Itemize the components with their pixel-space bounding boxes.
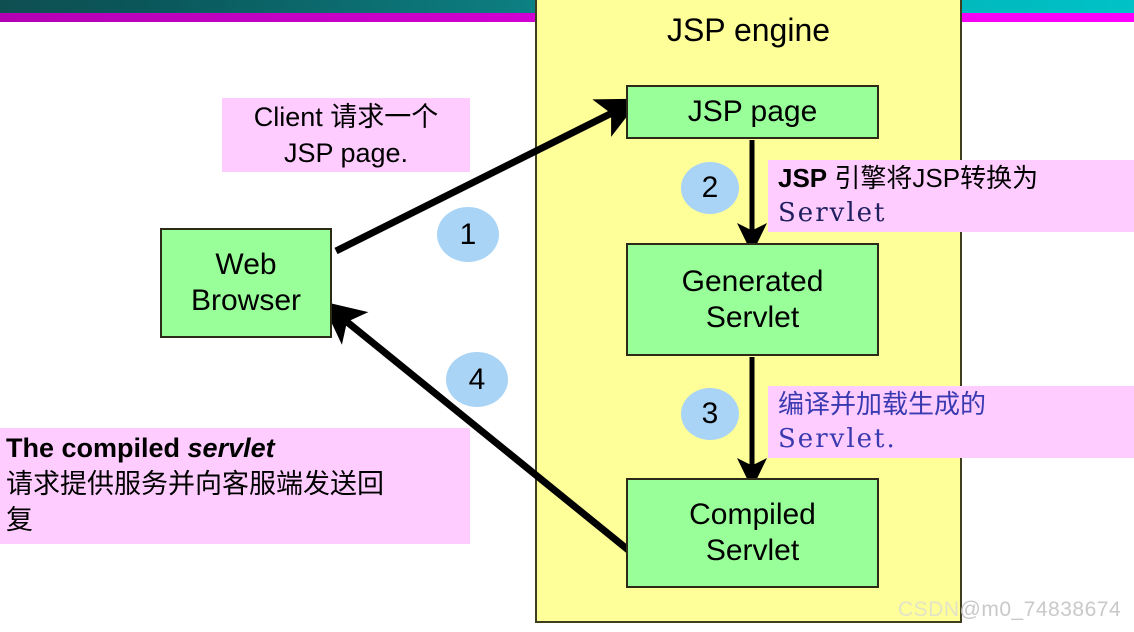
note-servlet-response-line1-emphasis: servlet xyxy=(187,433,275,463)
note-compile-and-load: 编译并加载生成的 Servlet. xyxy=(768,386,1134,458)
node-compiled-servlet[interactable]: Compiled Servlet xyxy=(626,478,879,588)
node-jsp-page-label: JSP page xyxy=(687,95,818,128)
step-badge-2: 2 xyxy=(681,162,739,214)
note-jsp-to-servlet: JSP 引擎将JSP转换为 Servlet xyxy=(768,160,1134,232)
note-servlet-response-line1: The compiled servlet xyxy=(6,430,470,466)
note-jsp-to-servlet-line1: JSP 引擎将JSP转换为 xyxy=(778,161,1134,196)
step-badge-4: 4 xyxy=(446,352,508,407)
note-client-request: Client 请求一个 JSP page. xyxy=(222,98,470,172)
node-generated-servlet-label-line1: Generated xyxy=(681,264,824,298)
node-compiled-servlet-label-line2: Servlet xyxy=(705,534,800,567)
node-web-browser[interactable]: Web Browser xyxy=(160,228,332,338)
step-badge-1-label: 1 xyxy=(459,217,477,251)
jsp-engine-title: JSP engine xyxy=(666,12,831,48)
note-servlet-response-line1-prefix: The compiled xyxy=(6,433,188,463)
note-compile-and-load-line1: 编译并加载生成的 xyxy=(778,389,987,419)
step-badge-3: 3 xyxy=(681,388,739,440)
note-servlet-response-line2: 请求提供服务并向客服端发送回 xyxy=(6,469,384,499)
note-servlet-response-line3: 复 xyxy=(6,505,33,535)
node-generated-servlet-label-line2: Servlet xyxy=(705,300,800,334)
node-generated-servlet[interactable]: Generated Servlet xyxy=(626,243,879,356)
csdn-watermark: CSDN@m0_74838674 xyxy=(898,598,1121,622)
node-web-browser-label-line2: Browser xyxy=(190,284,302,317)
step-badge-3-label: 3 xyxy=(701,397,719,430)
node-web-browser-label-line1: Web xyxy=(215,248,277,281)
csdn-watermark-brand: CSDN xyxy=(898,598,960,621)
note-client-request-line1: Client 请求一个 xyxy=(253,102,439,132)
step-badge-4-label: 4 xyxy=(468,362,486,396)
note-jsp-to-servlet-line2: Servlet xyxy=(778,198,887,228)
note-servlet-response: The compiled servlet 请求提供服务并向客服端发送回 复 xyxy=(0,428,470,544)
csdn-watermark-user: @m0_74838674 xyxy=(959,598,1122,621)
step-badge-1: 1 xyxy=(437,207,499,262)
note-compile-and-load-line2: Servlet. xyxy=(778,424,897,454)
note-client-request-line2: JSP page. xyxy=(283,138,409,168)
note-jsp-to-servlet-line1-cn: 引擎将JSP转换为 xyxy=(827,163,1039,193)
note-jsp-to-servlet-line1-en: JSP xyxy=(778,163,828,193)
step-badge-2-label: 2 xyxy=(701,171,719,204)
node-compiled-servlet-label-line1: Compiled xyxy=(689,498,816,531)
node-jsp-page[interactable]: JSP page xyxy=(626,85,879,139)
